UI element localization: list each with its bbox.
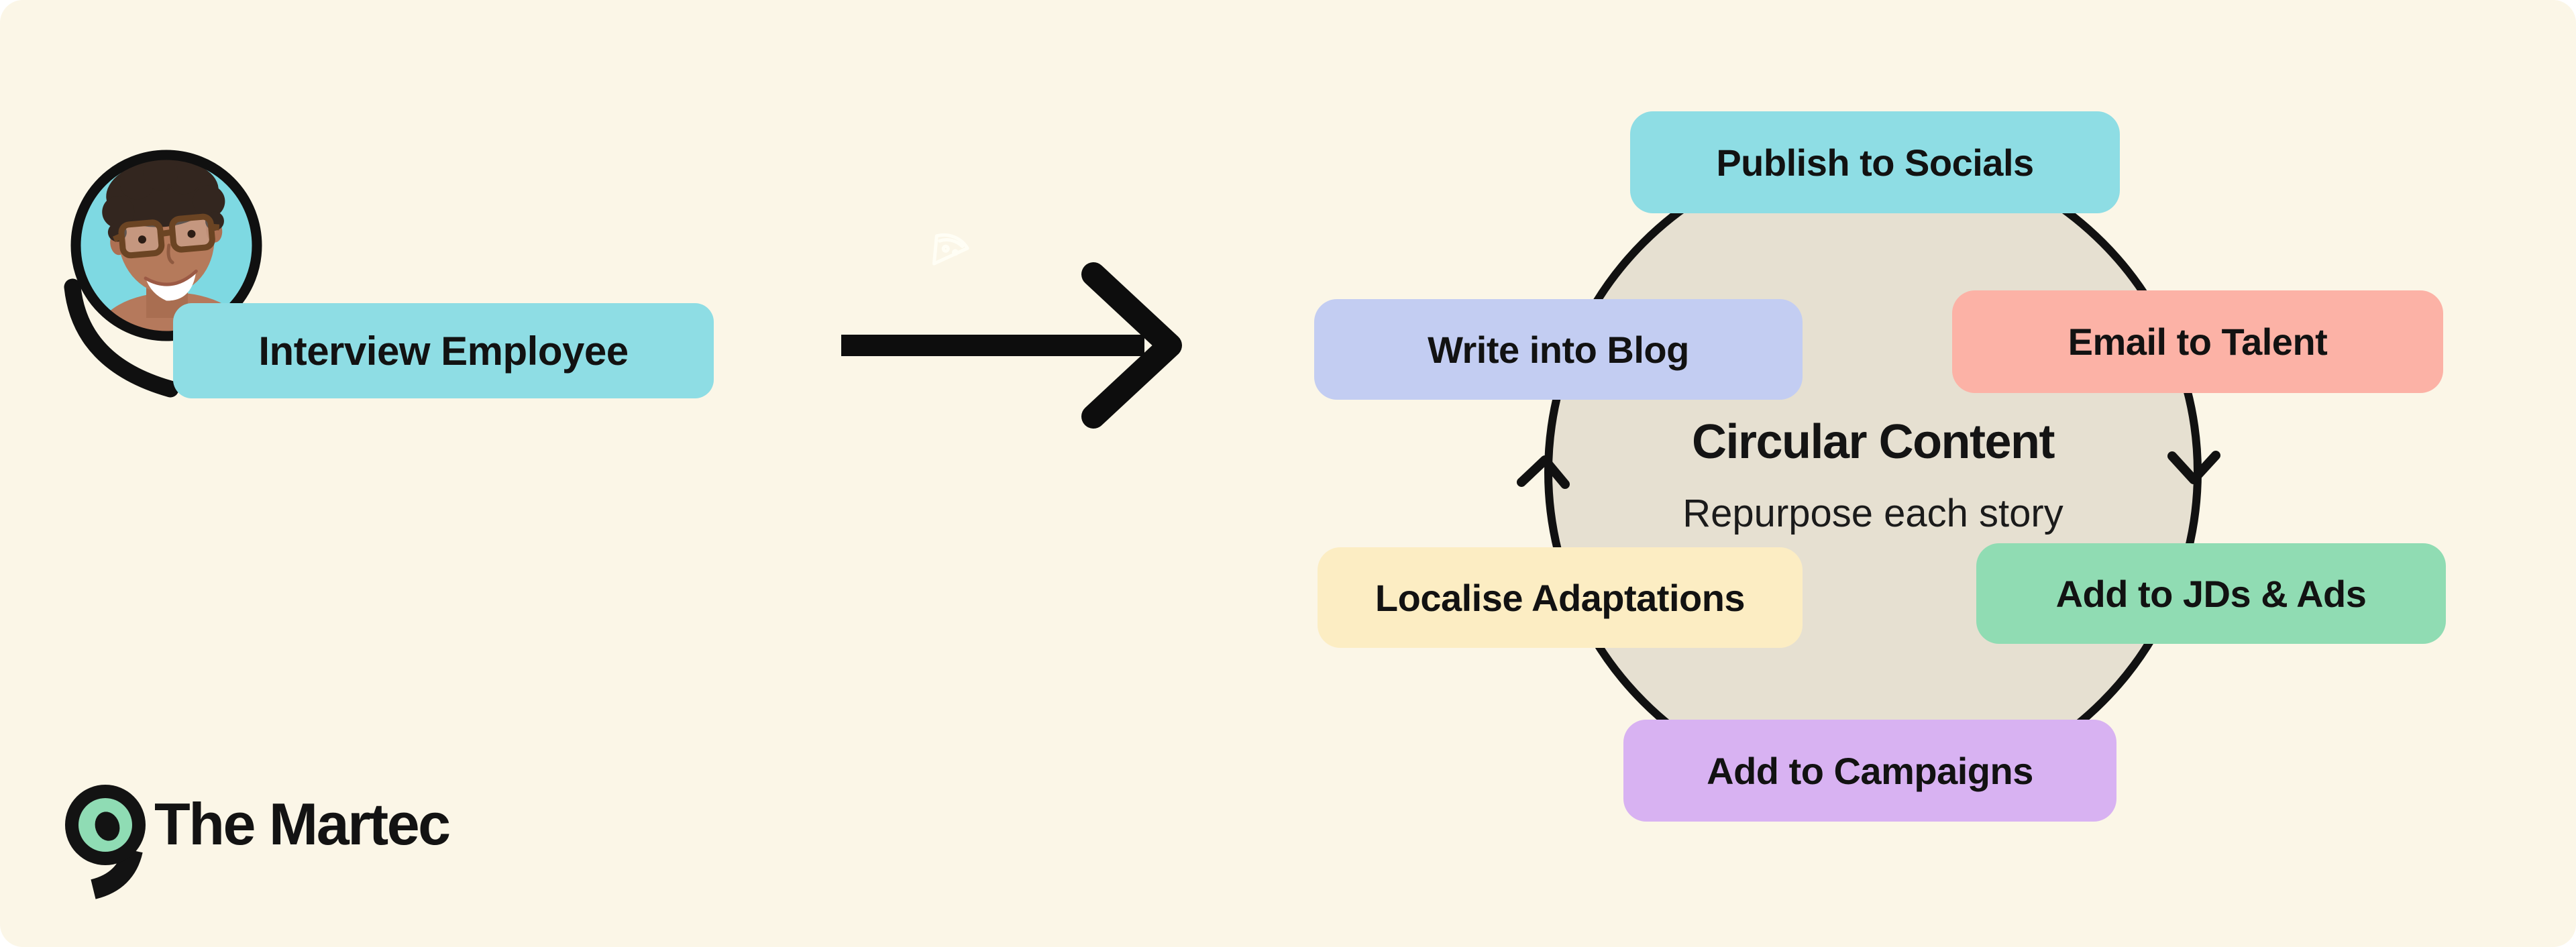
step-label: Email to Talent [2068,321,2328,363]
step-label: Localise Adaptations [1375,576,1746,619]
step-label: Add to JDs & Ads [2055,572,2367,615]
martec-brand: The Martec [57,769,451,903]
martec-logo-icon [65,785,146,899]
cycle-arrow-down-icon [2167,451,2220,484]
step-label: Publish to Socials [1716,141,2034,184]
hair [102,160,225,242]
cycle-arrow-up-icon [1517,455,1570,489]
cycle-step-localise-adaptations: Localise Adaptations [1318,547,1803,648]
cycle-step-publish-to-socials: Publish to Socials [1630,111,2120,213]
avatar-ring [70,150,262,341]
cycle-step-add-to-jds-ads: Add to JDs & Ads [1976,543,2446,644]
pizza-slice-icon [932,233,969,266]
smile [144,269,198,301]
cycle-title: Circular Content [1691,415,2055,469]
brand-name: The Martec [154,791,451,857]
step-label: Add to Campaigns [1707,749,2033,792]
step-label: Write into Blog [1428,328,1689,371]
cycle-step-write-into-blog: Write into Blog [1314,299,1803,400]
interview-employee-label: Interview Employee [258,328,629,374]
cycle-disc [1544,144,2202,801]
cycle-subtitle: Repurpose each story [1682,492,2063,535]
arrow-right-icon [841,262,1182,429]
cycle-step-add-to-campaigns: Add to Campaigns [1623,720,2116,822]
avatar-speech-tail [64,278,179,398]
interview-employee-pill: Interview Employee [173,303,714,398]
cycle-step-email-to-talent: Email to Talent [1952,290,2443,393]
